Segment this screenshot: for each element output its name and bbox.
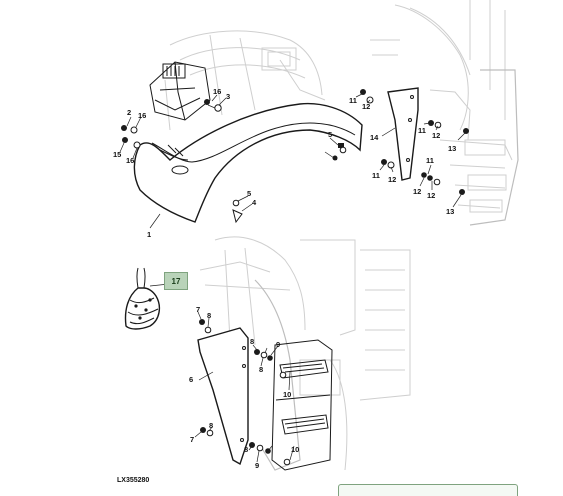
tractor-body-ghost-bottom [199, 236, 411, 471]
leader-lines [119, 93, 466, 463]
callout-labels: 2 16 15 16 16 3 1 5 5 4 11 12 14 11 12 1… [113, 87, 456, 470]
callout-4: 4 [252, 198, 257, 207]
callout-11: 11 [372, 171, 380, 180]
callout-11: 11 [426, 156, 434, 165]
callout-8: 8 [207, 311, 211, 320]
callout-8: 8 [259, 365, 263, 374]
bracket-part-14 [387, 87, 419, 181]
callout-3: 3 [226, 92, 230, 101]
callout-17: 17 [171, 276, 181, 286]
battery-engine [149, 61, 211, 121]
callout-9: 9 [255, 461, 259, 470]
callout-8: 8 [209, 421, 213, 430]
callout-13: 13 [446, 207, 454, 216]
callout-12: 12 [388, 175, 396, 184]
fender-part-1 [133, 102, 363, 223]
drawing-id-label: LX355280 [117, 477, 150, 484]
callout-10: 10 [283, 390, 291, 399]
side-panel-part-6 [197, 327, 249, 466]
callout-16: 16 [126, 156, 134, 165]
callout-13: 13 [448, 144, 456, 153]
callout-14: 14 [370, 133, 379, 142]
callout-12: 12 [432, 131, 440, 140]
callout-7: 7 [190, 435, 194, 444]
callout-15: 15 [113, 150, 121, 159]
callout-16: 16 [138, 111, 146, 120]
callout-17-highlight: 17 [164, 272, 188, 290]
hardware-top [121, 89, 469, 224]
callout-10: 10 [291, 445, 299, 454]
callout-7: 7 [196, 305, 200, 314]
callout-9: 9 [276, 340, 280, 349]
tractor-body-ghost-top [164, 30, 326, 131]
callout-12: 12 [413, 187, 421, 196]
callout-1: 1 [147, 230, 151, 239]
callout-12: 12 [362, 102, 370, 111]
tractor-cab-ghost-right [370, 0, 519, 226]
callout-8: 8 [250, 337, 254, 346]
callout-5: 5 [247, 189, 251, 198]
callout-6: 6 [189, 375, 193, 384]
callout-11: 11 [418, 126, 426, 135]
callout-11: 11 [349, 96, 357, 105]
callout-5: 5 [328, 130, 332, 139]
next-section-frame [338, 484, 518, 496]
callout-16: 16 [213, 87, 221, 96]
callout-8: 8 [244, 445, 248, 454]
hardware-bag-part-17 [124, 267, 161, 330]
callout-12: 12 [427, 191, 435, 200]
callout-2: 2 [127, 108, 131, 117]
